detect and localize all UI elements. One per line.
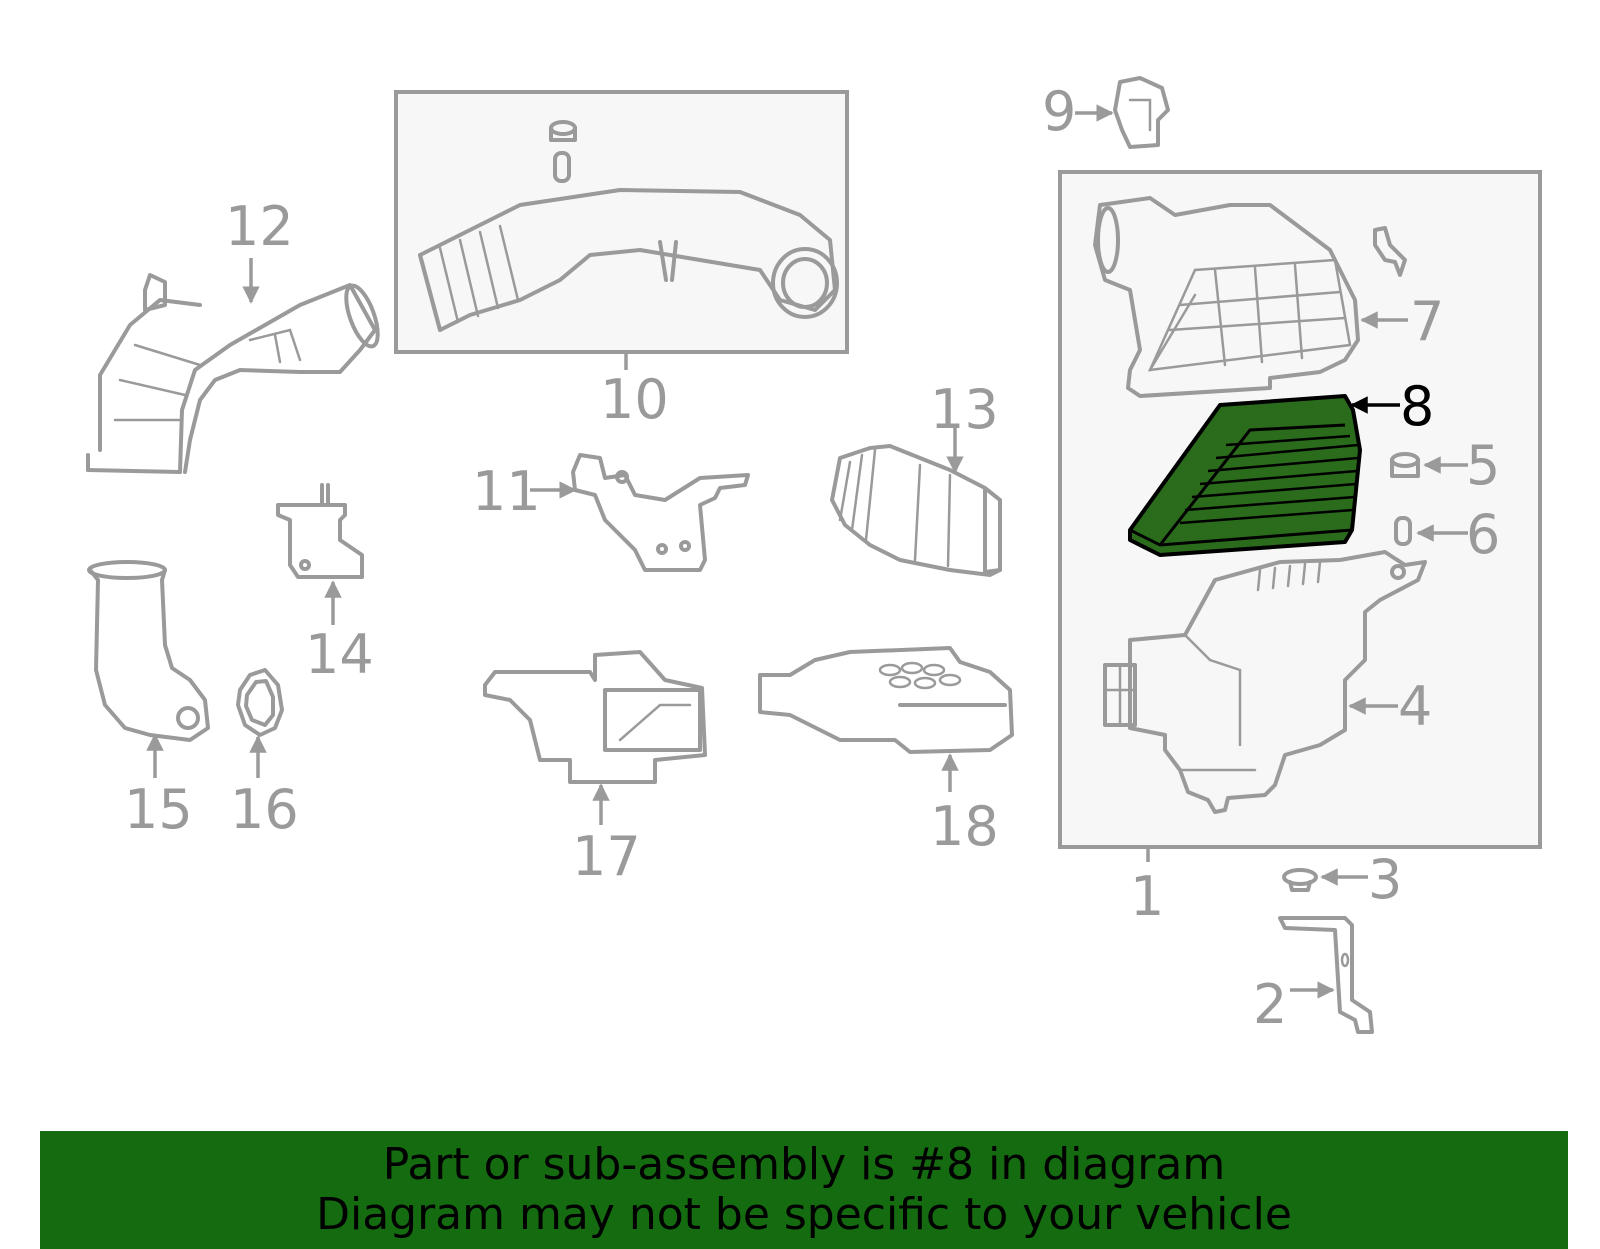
callout-17: 17 <box>572 825 641 888</box>
callout-8: 8 <box>1400 375 1434 438</box>
part-13-hose[interactable] <box>830 444 1002 577</box>
callout-12: 12 <box>225 195 294 258</box>
group-box-10 <box>394 90 849 354</box>
part-3-clip[interactable] <box>1282 868 1318 892</box>
callout-6: 6 <box>1466 503 1500 566</box>
info-banner: Part or sub-assembly is #8 in diagram Di… <box>40 1131 1568 1249</box>
part-14-bracket[interactable] <box>276 483 364 579</box>
callout-4: 4 <box>1398 675 1432 738</box>
part-6-bushing[interactable] <box>1394 516 1412 546</box>
callout-14: 14 <box>305 623 374 686</box>
part-12-intake-tube[interactable] <box>86 273 384 474</box>
callout-11: 11 <box>472 460 541 523</box>
part-4-lower-case[interactable] <box>1103 550 1427 814</box>
callout-15: 15 <box>124 778 193 841</box>
part-8-air-filter[interactable] <box>1128 394 1362 557</box>
callout-2: 2 <box>1253 973 1287 1036</box>
part-10-intake-duct[interactable] <box>418 120 839 332</box>
banner-line-2: Diagram may not be specific to your vehi… <box>316 1189 1292 1240</box>
callout-13: 13 <box>930 378 999 441</box>
part-16-gasket[interactable] <box>236 668 284 737</box>
part-5-grommet[interactable] <box>1390 452 1420 478</box>
part-17-intake-guide[interactable] <box>483 650 707 784</box>
callout-7: 7 <box>1410 290 1444 353</box>
part-15-elbow[interactable] <box>87 560 210 742</box>
part-9-clip[interactable] <box>1113 76 1170 149</box>
callout-10: 10 <box>600 368 669 431</box>
banner-line-1: Part or sub-assembly is #8 in diagram <box>382 1139 1226 1190</box>
part-18-resonator[interactable] <box>758 646 1014 754</box>
callout-3: 3 <box>1368 848 1402 911</box>
callout-9: 9 <box>1042 80 1076 143</box>
part-11-bracket[interactable] <box>571 453 750 572</box>
part-2-bracket[interactable] <box>1278 916 1374 1034</box>
callout-16: 16 <box>230 778 299 841</box>
callout-5: 5 <box>1466 434 1500 497</box>
part-7-upper-case[interactable] <box>1093 196 1407 398</box>
callout-18: 18 <box>930 795 999 858</box>
callout-1: 1 <box>1130 865 1164 928</box>
